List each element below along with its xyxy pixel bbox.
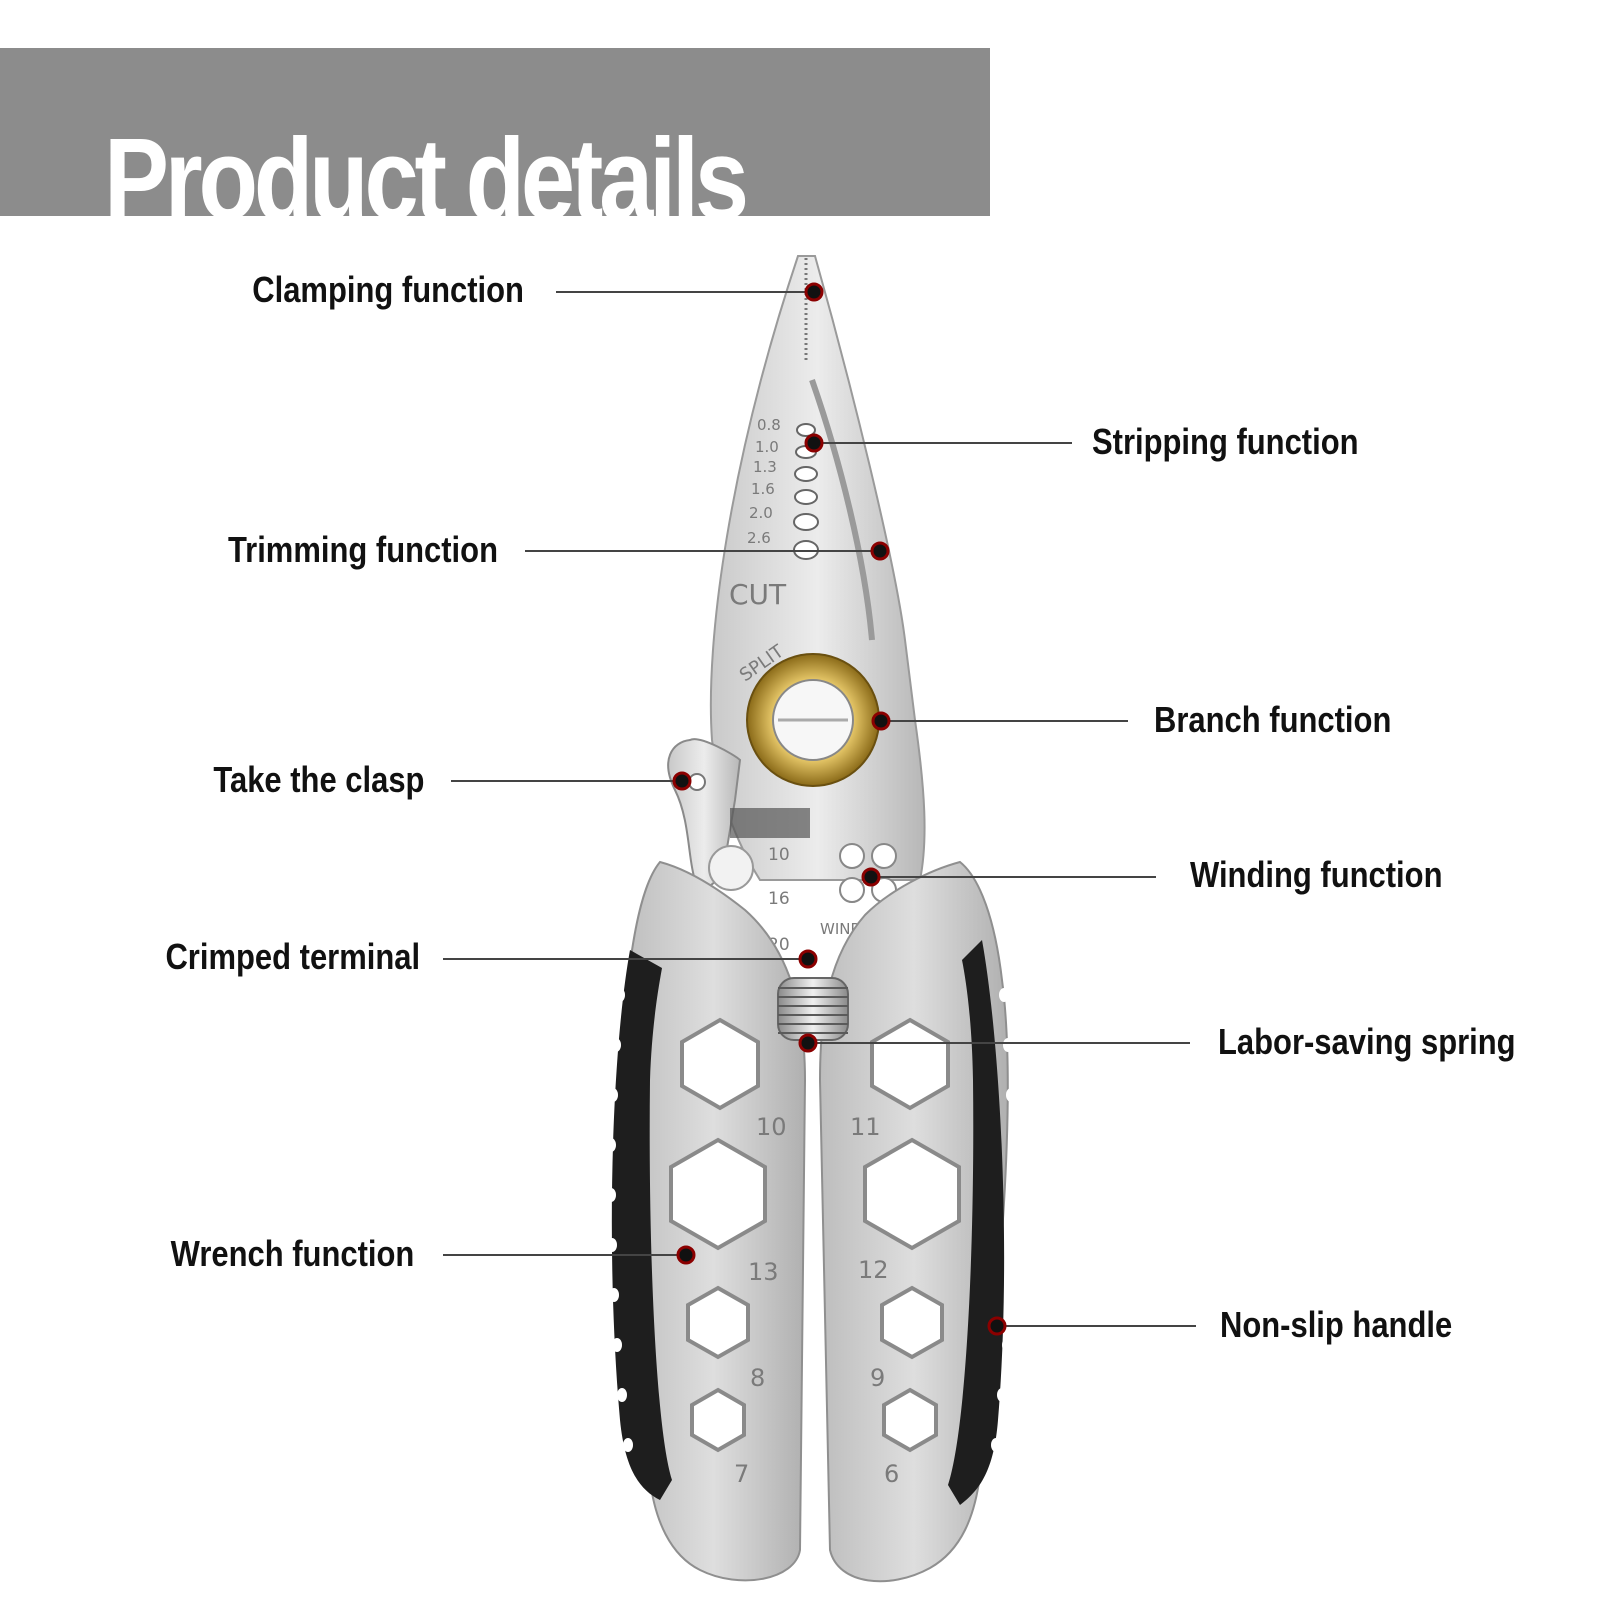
header-banner: Product details	[0, 48, 990, 244]
callout-branch: Branch function	[1154, 699, 1392, 740]
right-grip	[948, 940, 1005, 1505]
crimp-size: 10	[768, 845, 790, 865]
marker-clasp	[672, 771, 692, 791]
callout-crimped: Crimped terminal	[165, 936, 420, 977]
gauge-label: 2.6	[747, 529, 771, 547]
callout-clamping: Clamping function	[252, 269, 524, 310]
wrench-size: 8	[750, 1364, 765, 1392]
marker-handle	[987, 1316, 1007, 1336]
wrench-size: 10	[756, 1113, 787, 1141]
gauge-label: 2.0	[749, 504, 773, 522]
wrench-size: 13	[748, 1258, 779, 1286]
left-hex-holes	[669, 1017, 767, 1453]
wrench-size: 9	[870, 1364, 885, 1392]
marker-spring	[798, 1033, 818, 1053]
marker-stripping	[804, 433, 824, 453]
marker-wrench	[676, 1245, 696, 1265]
winding-holes	[839, 843, 897, 903]
callout-wrench: Wrench function	[170, 1233, 414, 1274]
cut-label: CUT	[729, 578, 787, 611]
callout-clasp: Take the clasp	[212, 759, 424, 800]
left-grip	[611, 950, 672, 1500]
gauge-label: 0.8	[757, 416, 781, 434]
page-title: Product details	[104, 114, 749, 244]
gauge-label: 1.3	[753, 458, 777, 476]
callout-winding: Winding function	[1190, 854, 1443, 895]
leader-lines	[443, 291, 1196, 1327]
callout-spring: Labor-saving spring	[1218, 1021, 1516, 1062]
marker-winding	[861, 867, 881, 887]
marker-clamping	[804, 282, 824, 302]
marker-trimming	[870, 541, 890, 561]
wrench-size: 6	[884, 1460, 899, 1488]
labor-saving-spring	[777, 977, 849, 1041]
callout-handle: Non-slip handle	[1220, 1304, 1453, 1345]
callout-stripping: Stripping function	[1092, 421, 1359, 462]
right-grip-studs	[991, 988, 1018, 1452]
callout-trimming: Trimming function	[227, 529, 498, 570]
left-grip-studs	[606, 988, 633, 1452]
crimp-size: 16	[768, 889, 790, 909]
wrench-size: 12	[858, 1256, 889, 1284]
marker-crimped	[798, 949, 818, 969]
marker-dots	[672, 282, 1007, 1336]
stripping-notches	[793, 423, 819, 560]
marker-branch	[871, 711, 891, 731]
cutting-edge	[809, 379, 875, 641]
gauge-label: 1.6	[751, 480, 775, 498]
wrench-size: 11	[850, 1113, 881, 1141]
gauge-label: 1.0	[755, 438, 779, 456]
wrench-size: 7	[734, 1460, 749, 1488]
